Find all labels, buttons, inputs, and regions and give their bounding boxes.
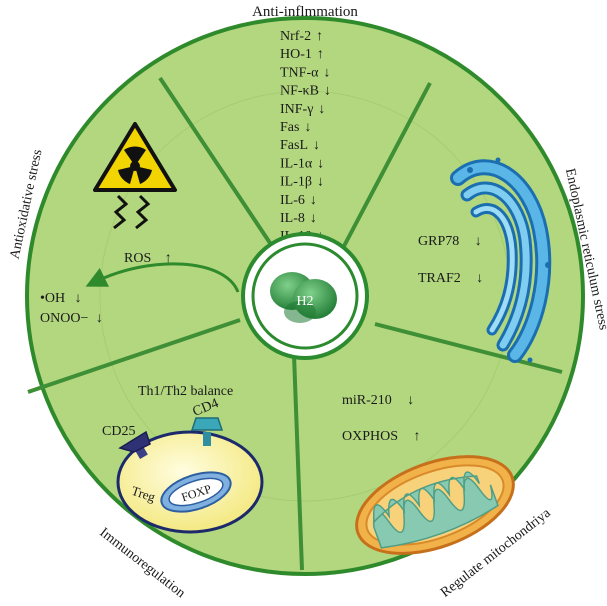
marker-name: Nrf-2 [280, 29, 311, 44]
marker-4: INF-γ ↓ [280, 102, 325, 117]
marker-2: TNF-α ↓ [280, 65, 330, 80]
marker-name: IL-8 [280, 211, 305, 226]
marker-0: Nrf-2 ↑ [280, 29, 323, 44]
marker-name: HO-1 [280, 47, 312, 62]
oh-label: •OH ↓ [40, 291, 82, 306]
marker-direction-arrow: ↓ [310, 193, 317, 208]
marker-direction-arrow: ↓ [317, 175, 324, 190]
radiation-icon [93, 122, 177, 192]
marker-direction-arrow: ↑ [317, 47, 324, 62]
marker-name: TNF-α [280, 65, 319, 80]
treg-label: Treg [130, 483, 158, 505]
cd25-label: CD25 [102, 424, 135, 439]
sector-dividers [27, 76, 563, 571]
mitochondrion-icon [355, 455, 515, 555]
marker-name: FasL [280, 138, 308, 153]
marker-direction-arrow: ↓ [313, 138, 320, 153]
marker-direction-arrow: ↑ [316, 29, 323, 44]
marker-name: NF-κB [280, 84, 319, 99]
marker-name: IL-1β [280, 175, 312, 190]
marker-9: IL-6 ↓ [280, 193, 317, 208]
treg-cell-icon [116, 430, 264, 534]
th1-th2-balance-label: Th1/Th2 balance [138, 384, 233, 399]
marker-name: INF-γ [280, 102, 313, 117]
marker-direction-arrow: ↓ [310, 211, 317, 226]
sector-title-anti-inflammation: Anti-inflmmation [252, 4, 358, 20]
marker-3: NF-κB ↓ [280, 84, 331, 99]
marker-name: IL-6 [280, 193, 305, 208]
h2-molecule-icon [270, 272, 337, 323]
oxphos-label: OXPHOS ↑ [342, 429, 421, 444]
marker-name: Fas [280, 120, 299, 135]
marker-direction-arrow: ↓ [324, 84, 331, 99]
marker-name: IL-1α [280, 156, 313, 171]
marker-direction-arrow: ↓ [323, 65, 330, 80]
marker-7: IL-1α ↓ [280, 156, 324, 171]
radiation-wave-icon [113, 194, 151, 230]
ros-arrow [85, 262, 240, 293]
endoplasmic-reticulum-icon [450, 157, 552, 363]
grp78-label: GRP78 ↓ [418, 234, 482, 249]
marker-6: FasL ↓ [280, 138, 320, 153]
cd4-receptor-icon [190, 417, 224, 446]
onoo-label: ONOO− ↓ [40, 311, 103, 326]
mir210-label: miR-210 ↓ [342, 393, 414, 408]
marker-direction-arrow: ↓ [304, 120, 311, 135]
marker-direction-arrow: ↓ [318, 102, 325, 117]
traf2-label: TRAF2 ↓ [418, 271, 483, 286]
marker-direction-arrow: ↓ [317, 156, 324, 171]
marker-10: IL-8 ↓ [280, 211, 317, 226]
marker-5: Fas ↓ [280, 120, 311, 135]
ros-label: ROS ↑ [124, 251, 172, 266]
cd25-receptor-icon [118, 430, 151, 460]
center-label: H2 [296, 294, 313, 309]
marker-1: HO-1 ↑ [280, 47, 324, 62]
marker-8: IL-1β ↓ [280, 175, 324, 190]
